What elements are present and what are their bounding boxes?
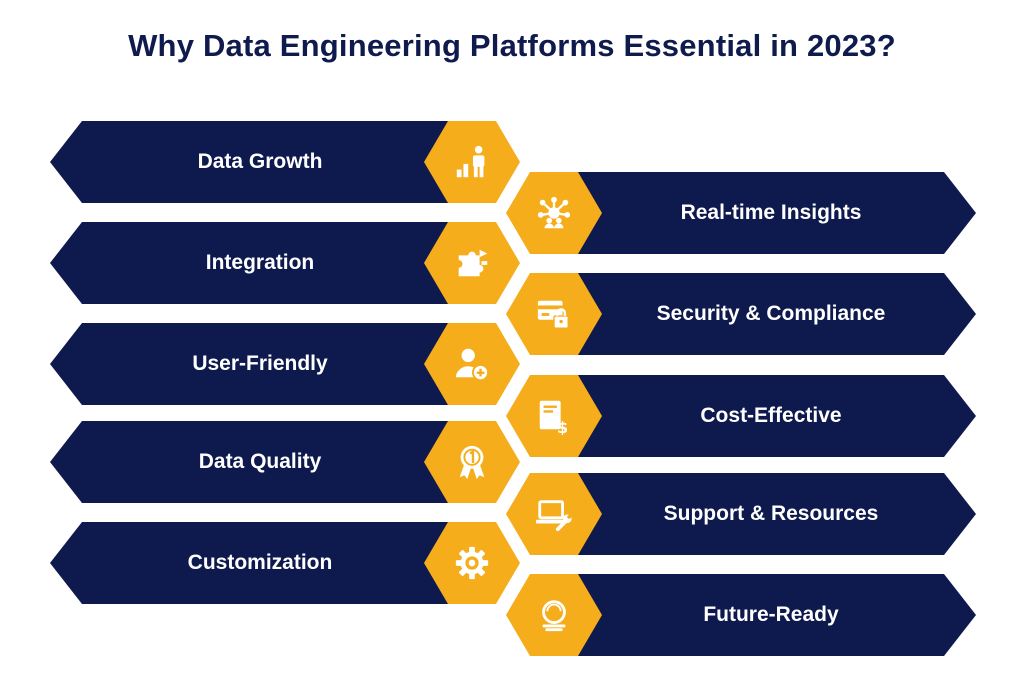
item-label: Future-Ready [703,603,839,626]
item-label: User-Friendly [192,352,328,375]
banner [556,375,976,457]
icon-hexagon [506,574,602,656]
item-customization: Customization [50,522,520,604]
banner [50,222,470,304]
secure-card-icon [537,300,569,329]
item-security-compliance: Security & Compliance [506,273,976,355]
banner [556,273,976,355]
item-label: Data Growth [197,150,323,173]
icon-hexagon [424,121,520,203]
item-label: Cost-Effective [700,404,842,427]
cost-document-icon: $ [539,400,568,435]
item-support-resources: Support & Resources [506,473,976,555]
banner [556,574,976,656]
banner [50,522,470,604]
user-add-icon [455,348,490,382]
item-label: Security & Compliance [656,302,886,325]
item-integration: Integration [50,222,520,304]
item-future-ready: Future-Ready [506,574,976,656]
quality-badge-icon [459,445,485,480]
item-user-friendly: User-Friendly [50,323,520,405]
growth-chart-icon [456,145,485,178]
laptop-wrench-icon [535,500,572,532]
item-label: Support & Resources [663,502,879,525]
item-label: Real-time Insights [680,201,862,224]
item-cost-effective: Cost-Effective $ [506,375,976,457]
item-real-time-insights: Real-time Insights [506,172,976,254]
banner [50,323,470,405]
item-label: Data Quality [198,450,322,473]
item-label: Integration [205,251,315,274]
banner [50,421,470,503]
gear-icon [455,546,489,580]
future-globe-icon [542,600,566,632]
icon-hexagon [506,172,602,254]
item-label: Customization [187,551,333,574]
item-data-quality: Data Quality [50,421,520,503]
network-hub-icon [537,196,571,229]
banner [556,172,976,254]
item-data-growth: Data Growth [50,121,520,203]
banner [50,121,470,203]
svg-text:$: $ [557,418,568,435]
page-title: Why Data Engineering Platforms Essential… [128,28,896,63]
banner [556,473,976,555]
integration-puzzle-icon [458,249,488,277]
icon-hexagon [424,522,520,604]
